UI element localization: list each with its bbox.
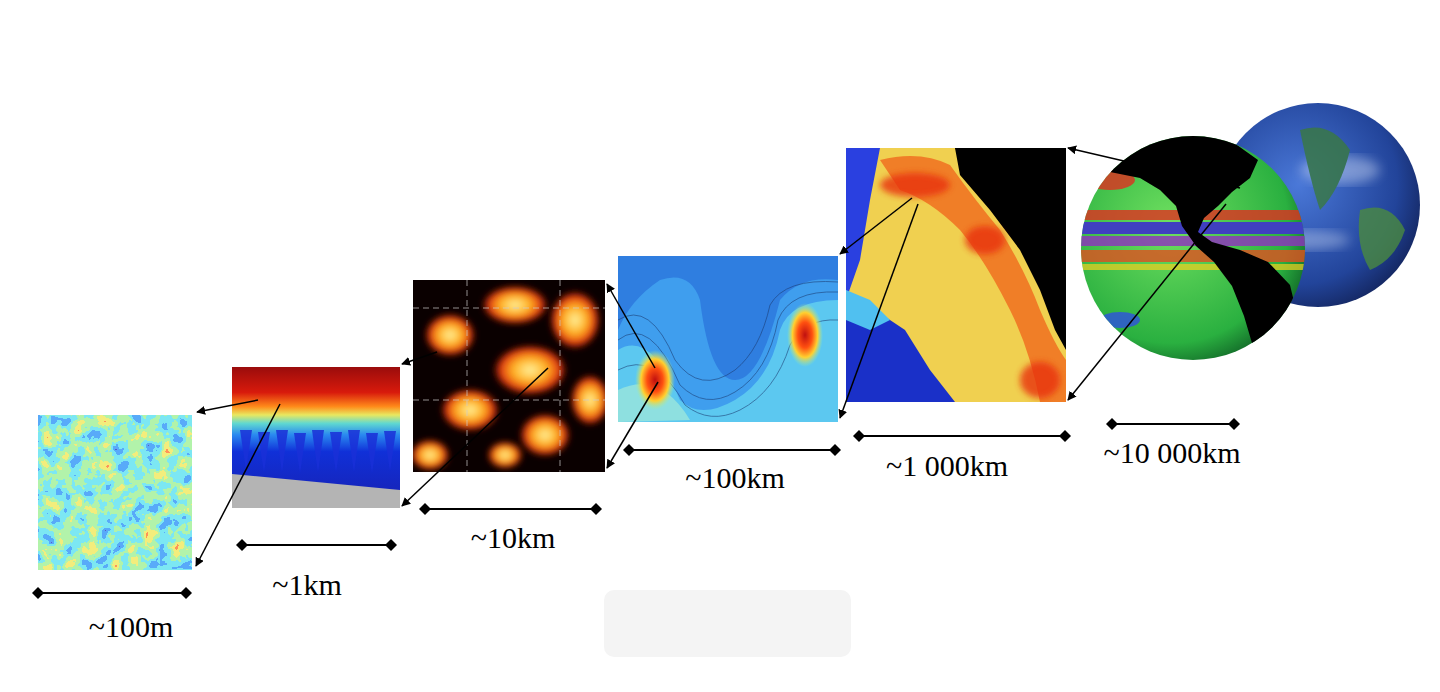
scale-bars	[38, 424, 1234, 593]
scale-label: ~10 000km	[1103, 436, 1240, 470]
turbulence-panel	[38, 415, 192, 570]
section-panel	[232, 367, 400, 508]
scale-bar-ends	[32, 418, 1240, 599]
meander-panel	[618, 256, 838, 422]
scale-label: ~100km	[685, 461, 785, 495]
blank-patch	[604, 590, 851, 657]
scale-label: ~100m	[89, 610, 174, 644]
coast-panel	[846, 148, 1066, 402]
scale-label: ~10km	[471, 521, 556, 555]
scale-label: ~1km	[272, 568, 342, 602]
eddy-panel	[413, 280, 605, 472]
scale-label: ~1 000km	[886, 449, 1008, 483]
zoom-arrows	[196, 148, 1240, 566]
